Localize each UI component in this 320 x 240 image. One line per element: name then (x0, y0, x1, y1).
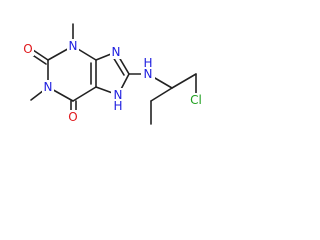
nitrogen-atom-n1: N (44, 80, 53, 94)
hydrogen-atom-n7: H (113, 99, 122, 113)
oxygen-atom-top: O (23, 42, 32, 56)
hydrogen-atom-link: H (143, 56, 152, 70)
nitrogen-atom-link: N (144, 67, 153, 81)
structure-diagram: O N N O N N H H N Cl (22, 23, 205, 125)
nitrogen-atom-n7: N (114, 88, 123, 102)
atom-layer: O N N O N N H H N Cl (22, 39, 205, 124)
nitrogen-atom-n9: N (112, 45, 121, 59)
nitrogen-atom-n3: N (69, 39, 78, 53)
bond-c2-o-a (32, 49, 49, 61)
bond-c5-c6 (72, 86, 97, 102)
bond-ch-ethyl-1 (150, 87, 173, 102)
chlorine-atom: Cl (190, 93, 202, 107)
bond-ch-ch2 (171, 73, 197, 89)
oxygen-atom-bottom: O (68, 110, 77, 124)
bond-n9-c8-inner (112, 56, 125, 76)
